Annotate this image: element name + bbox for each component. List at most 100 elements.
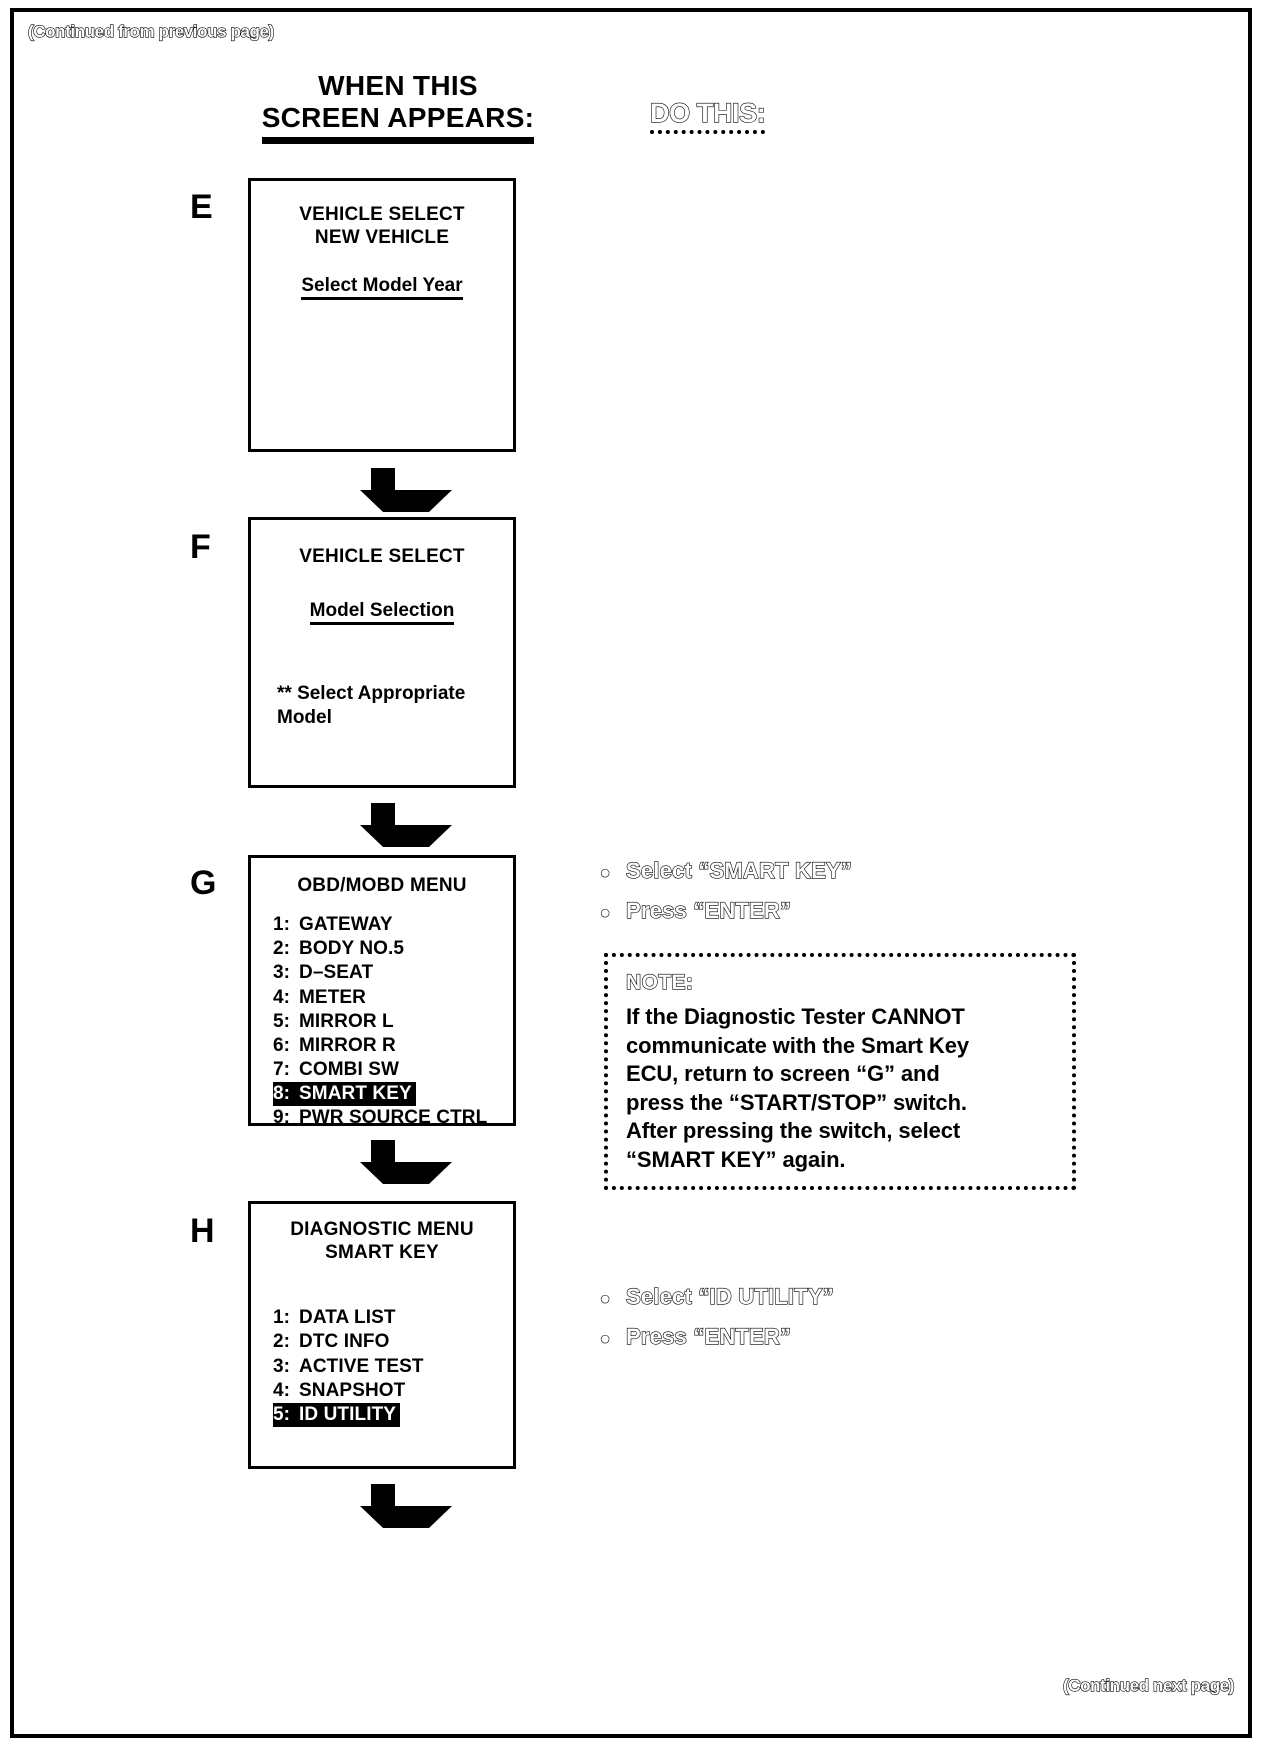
screen-box-g: OBD/MOBD MENU 1: GATEWAY 2: BODY NO.5 3: D–SE… — [248, 855, 516, 1128]
note-line-6: “SMART KEY” again. — [626, 1146, 846, 1172]
note-box: NOTE: If the Diagnostic Tester CANNOT co… — [604, 953, 1076, 1190]
bullet-dot-icon: ● — [599, 1328, 611, 1348]
screen-g-title-line-1: OBD/MOBD MENU — [297, 875, 467, 896]
screen-label-e: E — [190, 188, 213, 226]
menu-item-g-7[interactable]: 7: COMBI SW — [273, 1058, 513, 1082]
menu-item-label: DTC INFO — [299, 1331, 390, 1353]
screen-e-subtitle: Select Model Year — [251, 275, 513, 301]
menu-item-g-9[interactable]: 9: PWR SOURCE CTRL — [273, 1106, 513, 1130]
menu-item-number: 8: — [273, 1083, 291, 1105]
screen-label-h: H — [190, 1212, 215, 1250]
screen-h-title-line-1: DIAGNOSTIC MENU — [290, 1219, 474, 1240]
bullet-dot-icon: ● — [599, 1288, 611, 1308]
screen-f-subtitle-text: Model Selection — [309, 600, 455, 626]
menu-item-g-6[interactable]: 6: MIRROR R — [273, 1034, 513, 1058]
menu-item-label: MIRROR L — [299, 1010, 394, 1032]
screen-box-h: DIAGNOSTIC MENU SMART KEY 1: DATA LIST 2: D… — [248, 1201, 516, 1469]
note-title: NOTE: — [625, 970, 694, 994]
menu-item-h-2[interactable]: 2: DTC INFO — [273, 1330, 513, 1354]
screen-h-title: DIAGNOSTIC MENU SMART KEY — [251, 1218, 513, 1264]
screen-f-title: VEHICLE SELECT — [251, 545, 513, 568]
instructions-for-screen-h: ● Select “ID UTILITY” ● Press “ENTER” — [599, 1283, 834, 1364]
screen-e-title-line-2: NEW VEHICLE — [314, 227, 450, 249]
menu-item-number: 3: — [273, 962, 291, 984]
flow-arrow-f-to-g — [360, 803, 452, 847]
menu-item-number: 1: — [273, 914, 291, 936]
menu-item-g-8[interactable]: 8: SMART KEY — [273, 1082, 416, 1107]
note-line-4: press the “START/STOP” switch. — [626, 1089, 967, 1115]
screen-box-e: VEHICLE SELECT NEW VEHICLE Select Model … — [248, 178, 516, 452]
menu-item-number: 7: — [273, 1058, 291, 1080]
menu-item-h-1[interactable]: 1: DATA LIST — [273, 1306, 513, 1330]
instruction-text: Press “ENTER” — [625, 897, 792, 923]
menu-item-h-5[interactable]: 5:ID UTILITY — [273, 1402, 401, 1427]
page-border — [10, 8, 1252, 1738]
do-this-label: DO THIS: — [649, 97, 766, 134]
instructions-for-screen-g: ● Select “SMART KEY” ● Press “ENTER” — [599, 857, 853, 938]
screen-f-subtitle: Model Selection — [251, 600, 513, 626]
menu-item-h-3[interactable]: 3: ACTIVE TEST — [273, 1355, 513, 1379]
screen-label-g: G — [190, 864, 217, 902]
menu-item-number: 4: — [273, 986, 291, 1008]
instruction-bullet-select-id-utility: ● Select “ID UTILITY” — [599, 1283, 834, 1310]
menu-item-number: 6: — [273, 1034, 291, 1056]
menu-item-g-2[interactable]: 2: BODY NO.5 — [273, 937, 513, 961]
screen-f-note-line-2: Model — [277, 706, 332, 728]
menu-item-label: D–SEAT — [299, 962, 374, 984]
menu-item-number: 9: — [273, 1107, 291, 1129]
screen-e-title-line-1: VEHICLE SELECT — [299, 204, 465, 225]
menu-item-h-4[interactable]: 4: SNAPSHOT — [273, 1379, 513, 1403]
column-header-do-this: DO THIS: — [649, 97, 766, 134]
screen-f-title-line-1: VEHICLE SELECT — [299, 546, 465, 567]
menu-item-label: ACTIVE TEST — [299, 1355, 424, 1377]
note-line-1: If the Diagnostic Tester CANNOT — [626, 1004, 965, 1029]
menu-item-number: 2: — [273, 1331, 291, 1353]
screen-f-note-line-1: ** Select Appropriate — [277, 683, 466, 705]
note-line-5: After pressing the switch, select — [626, 1118, 961, 1144]
instruction-text: Select “ID UTILITY” — [625, 1283, 834, 1309]
header-line-1: WHEN THIS — [318, 70, 478, 101]
bullet-dot-icon: ● — [599, 902, 611, 922]
screen-label-f: F — [190, 528, 211, 566]
instruction-text: Press “ENTER” — [625, 1323, 792, 1349]
screen-f-note: ** Select Appropriate Model — [251, 682, 513, 730]
menu-item-label: SNAPSHOT — [299, 1379, 406, 1401]
menu-item-number: 5: — [273, 1010, 291, 1032]
menu-item-label: MIRROR R — [299, 1034, 396, 1056]
menu-item-g-5[interactable]: 5: MIRROR L — [273, 1010, 513, 1034]
menu-item-g-3[interactable]: 3: D–SEAT — [273, 961, 513, 985]
flow-arrow-g-to-h — [360, 1140, 452, 1184]
instruction-bullet-select-smart-key: ● Select “SMART KEY” — [599, 857, 853, 884]
instruction-text: Select “SMART KEY” — [625, 857, 853, 883]
screen-box-f: VEHICLE SELECT Model Selection ** Select… — [248, 517, 516, 788]
flow-arrow-e-to-f — [360, 468, 452, 512]
menu-item-g-1[interactable]: 1: GATEWAY — [273, 913, 513, 937]
menu-item-number: 1: — [273, 1307, 291, 1329]
instruction-bullet-press-enter: ● Press “ENTER” — [599, 1323, 834, 1350]
menu-item-label: METER — [299, 986, 366, 1008]
menu-item-label: DATA LIST — [299, 1307, 396, 1329]
screen-h-menu-list: 1: DATA LIST 2: DTC INFO 3: ACTIVE TEST 4: SNAP… — [251, 1306, 513, 1427]
flow-arrow-h-to-next — [360, 1484, 452, 1528]
screen-e-title: VEHICLE SELECT NEW VEHICLE — [251, 203, 513, 249]
menu-item-number: 3: — [273, 1355, 291, 1377]
instruction-bullet-press-enter: ● Press “ENTER” — [599, 897, 852, 924]
menu-item-label: PWR SOURCE CTRL — [299, 1107, 488, 1129]
note-line-3: ECU, return to screen “G” and — [626, 1061, 940, 1087]
menu-item-label: BODY NO.5 — [299, 938, 405, 960]
menu-item-number: 2: — [273, 938, 291, 960]
menu-item-number: 5: — [273, 1403, 291, 1425]
header-line-2: SCREEN APPEARS: — [261, 102, 535, 144]
menu-item-label: SMART KEY — [299, 1083, 412, 1105]
menu-item-g-4[interactable]: 4: METER — [273, 986, 513, 1010]
menu-item-label: COMBI SW — [299, 1058, 400, 1080]
menu-item-number: 4: — [273, 1379, 291, 1401]
column-header-when-screen-appears: WHEN THIS SCREEN APPEARS: — [238, 70, 558, 144]
continued-next-page-label: (Continued next page) — [1062, 1675, 1235, 1695]
note-line-2: communicate with the Smart Key — [626, 1032, 969, 1058]
screen-g-menu-list: 1: GATEWAY 2: BODY NO.5 3: D–SEAT 4: METER 5: MIR… — [251, 913, 513, 1130]
note-body: If the Diagnostic Tester CANNOT communic… — [626, 1003, 1054, 1175]
screen-e-subtitle-text: Select Model Year — [301, 275, 463, 301]
menu-item-label: GATEWAY — [299, 914, 393, 936]
